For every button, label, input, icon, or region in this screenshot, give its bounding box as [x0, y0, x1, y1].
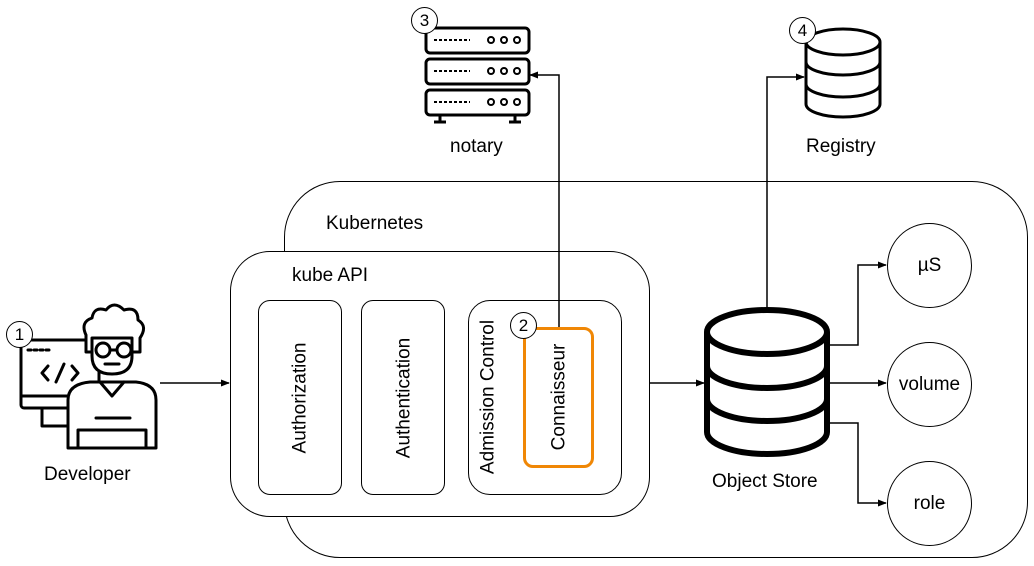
server-icon [424, 26, 531, 124]
volume-node: volume [887, 342, 972, 427]
developer-icon [19, 303, 158, 450]
notary-label: notary [450, 136, 503, 157]
edge-objectstore-registry [766, 73, 805, 307]
kube-api-label: kube API [292, 265, 369, 286]
edge-objectstore-us [829, 261, 887, 346]
registry-database-icon [804, 27, 882, 119]
step-badge-4: 4 [789, 17, 816, 44]
step-badge-3: 3 [411, 7, 438, 34]
step-badge-2: 2 [510, 312, 537, 339]
edge-connaisseur-notary [529, 71, 560, 327]
connaisseur-box [523, 327, 594, 468]
authentication-box [361, 300, 445, 495]
registry-label: Registry [806, 136, 876, 157]
object-store-database-icon [704, 307, 830, 457]
step-badge-1: 1 [6, 321, 33, 348]
object-store-label: Object Store [712, 471, 818, 492]
role-node: role [887, 461, 972, 546]
kubernetes-label: Kubernetes [326, 213, 424, 234]
developer-label: Developer [44, 464, 131, 485]
us-node: µS [887, 223, 972, 308]
edge-objectstore-role [829, 422, 887, 507]
authorization-box [258, 300, 342, 495]
